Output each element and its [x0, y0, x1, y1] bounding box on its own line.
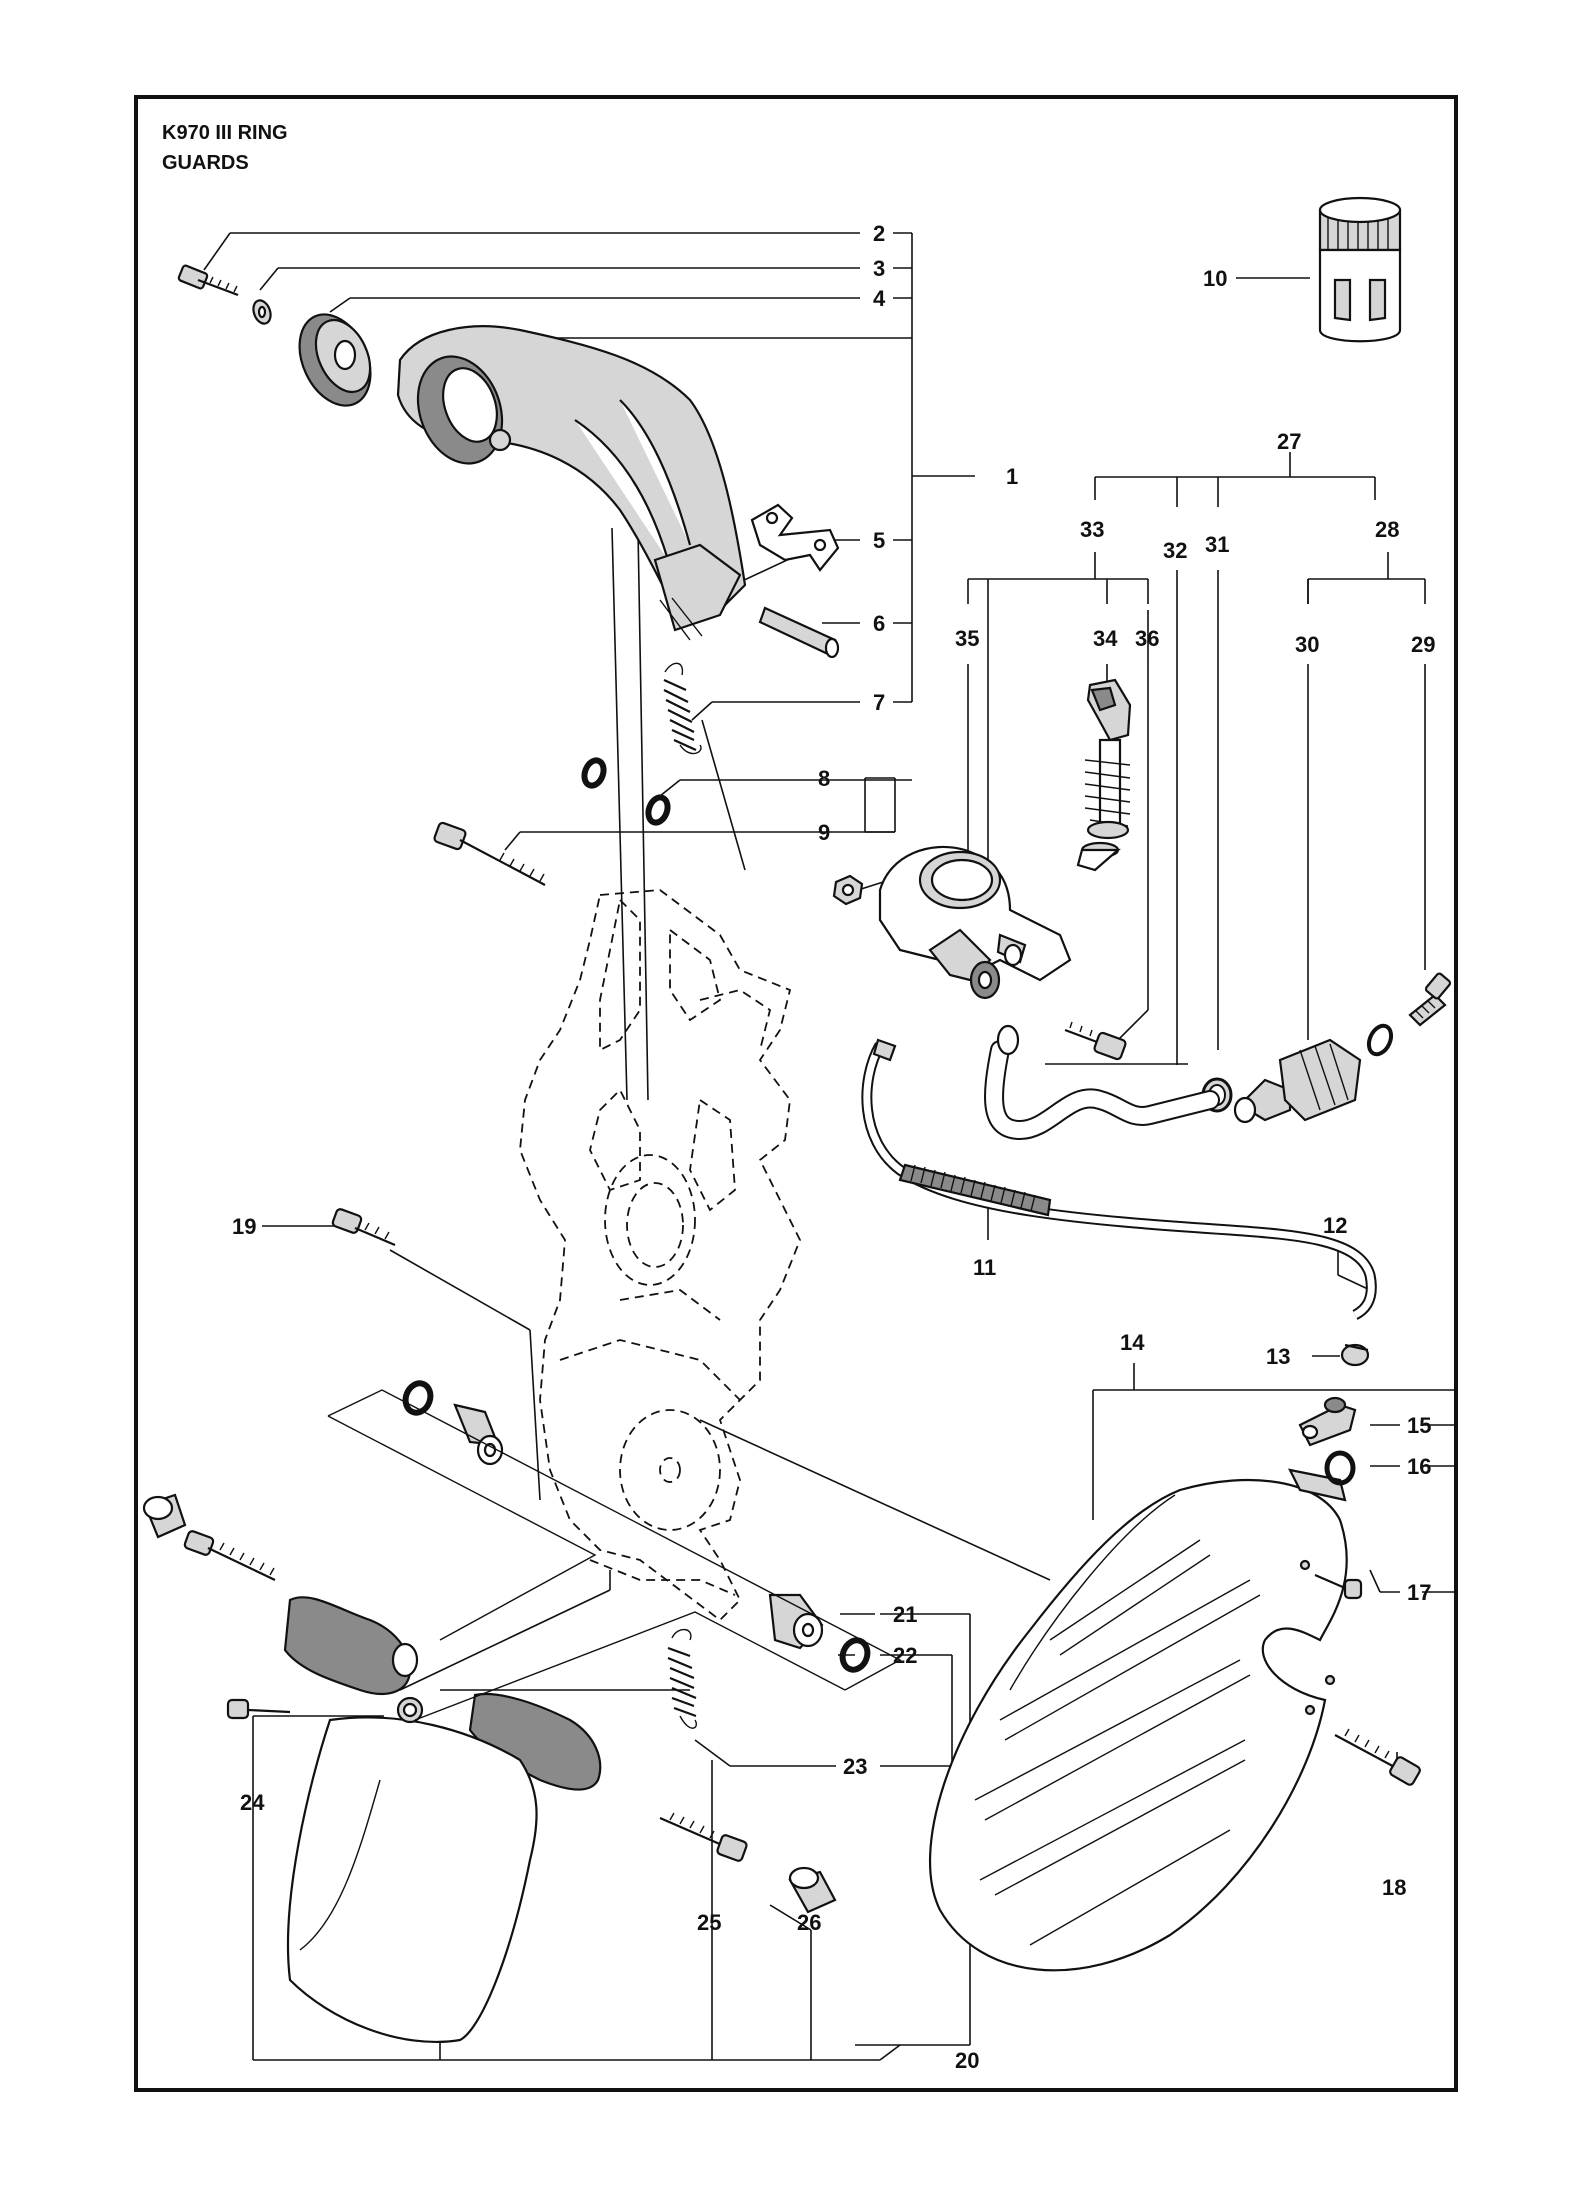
- part-screw-20-left: [183, 1530, 276, 1581]
- part-wheel-4: [298, 313, 372, 407]
- part-oring-8: [581, 757, 671, 826]
- part-screw-29: [1408, 972, 1452, 1027]
- callout-3: 3: [873, 256, 885, 281]
- part-screw-18: [1334, 1728, 1421, 1786]
- part-fitting-30: [1233, 1038, 1362, 1124]
- part-hose-32: [984, 1024, 1220, 1141]
- callout-32: 32: [1163, 538, 1187, 563]
- callout-30: 30: [1295, 632, 1319, 657]
- part-bushing-21: [768, 1593, 824, 1650]
- callout-33: 33: [1080, 517, 1104, 542]
- part-bracket-5: [750, 503, 840, 572]
- part-screw-2: [177, 264, 239, 297]
- part-clip-13: [1340, 1343, 1370, 1367]
- callout-12: 12: [1323, 1213, 1347, 1238]
- callout-11: 11: [973, 1255, 996, 1280]
- title-line-1: K970 III RING: [162, 122, 288, 144]
- part-oring-22: [839, 1637, 871, 1673]
- callout-22: 22: [893, 1643, 917, 1668]
- callout-29: 29: [1411, 632, 1435, 657]
- callout-20: 20: [955, 2048, 979, 2073]
- callout-8: 8: [818, 766, 830, 791]
- part-spring-23: [667, 1628, 697, 1729]
- part-screw-17: [1314, 1573, 1363, 1600]
- part-water-hose-11-12: [861, 1038, 1377, 1320]
- callout-13: 13: [1266, 1344, 1290, 1369]
- part-screw-24: [226, 1698, 291, 1720]
- part-spring-7: [663, 662, 702, 755]
- callout-36: 36: [1135, 626, 1159, 651]
- part-bushing-left: [453, 1403, 504, 1466]
- part-screw-19: [331, 1208, 396, 1247]
- callout-28: 28: [1375, 517, 1399, 542]
- callout-9: 9: [818, 820, 830, 845]
- part-valve-body-33: [878, 845, 1072, 1000]
- callout-21: 21: [893, 1602, 917, 1627]
- callout-24: 24: [240, 1790, 265, 1815]
- callout-labels: 2 3 4 1 5 6 7 8 9 10 27 33 32 31 28 35 3…: [232, 221, 1435, 2073]
- part-ring-guard-14: [928, 1468, 1348, 1972]
- part-bushing-20-left: [142, 1493, 187, 1539]
- part-nut-35: [832, 874, 864, 906]
- callout-18: 18: [1382, 1875, 1406, 1900]
- callout-27: 27: [1277, 429, 1301, 454]
- callout-31: 31: [1205, 532, 1229, 557]
- callout-10: 10: [1203, 266, 1227, 291]
- callout-1: 1: [1006, 464, 1018, 489]
- part-latch-15: [1298, 1396, 1357, 1447]
- leader-lines: [203, 232, 1456, 2061]
- title-line-2: GUARDS: [162, 152, 249, 174]
- diagram-frame: [134, 95, 1458, 2092]
- part-lower-guard-20: [283, 1596, 602, 2044]
- part-screw-25: [659, 1812, 748, 1862]
- part-oring-29: [1366, 1023, 1394, 1057]
- part-screw-9: [433, 821, 546, 886]
- part-washer-3: [252, 299, 272, 325]
- part-cap-10: [1318, 196, 1402, 343]
- part-pin-6: [758, 606, 840, 659]
- callout-26: 26: [797, 1910, 821, 1935]
- callout-25: 25: [697, 1910, 721, 1935]
- callout-17: 17: [1407, 1580, 1431, 1605]
- callout-23: 23: [843, 1754, 867, 1779]
- crankcase-dashed-outline: [519, 889, 801, 1622]
- part-bushing-26: [788, 1866, 837, 1914]
- part-oring-16: [1324, 1450, 1356, 1486]
- callout-16: 16: [1407, 1454, 1431, 1479]
- callout-6: 6: [873, 611, 885, 636]
- callout-2: 2: [873, 221, 885, 246]
- mounting-plane-outline: [327, 1389, 902, 1721]
- callout-35: 35: [955, 626, 979, 651]
- part-upper-guard-1: [396, 325, 747, 641]
- callout-14: 14: [1120, 1330, 1145, 1355]
- callout-7: 7: [873, 690, 885, 715]
- callout-34: 34: [1093, 626, 1118, 651]
- diagram-title: K970 III RING GUARDS: [162, 118, 288, 178]
- callout-4: 4: [873, 286, 886, 311]
- callout-15: 15: [1407, 1413, 1431, 1438]
- part-screw-36: [1064, 1021, 1127, 1061]
- callout-5: 5: [873, 528, 885, 553]
- part-oring-left: [402, 1380, 434, 1416]
- callout-19: 19: [232, 1214, 256, 1239]
- part-valve-stem-34: [1076, 678, 1132, 872]
